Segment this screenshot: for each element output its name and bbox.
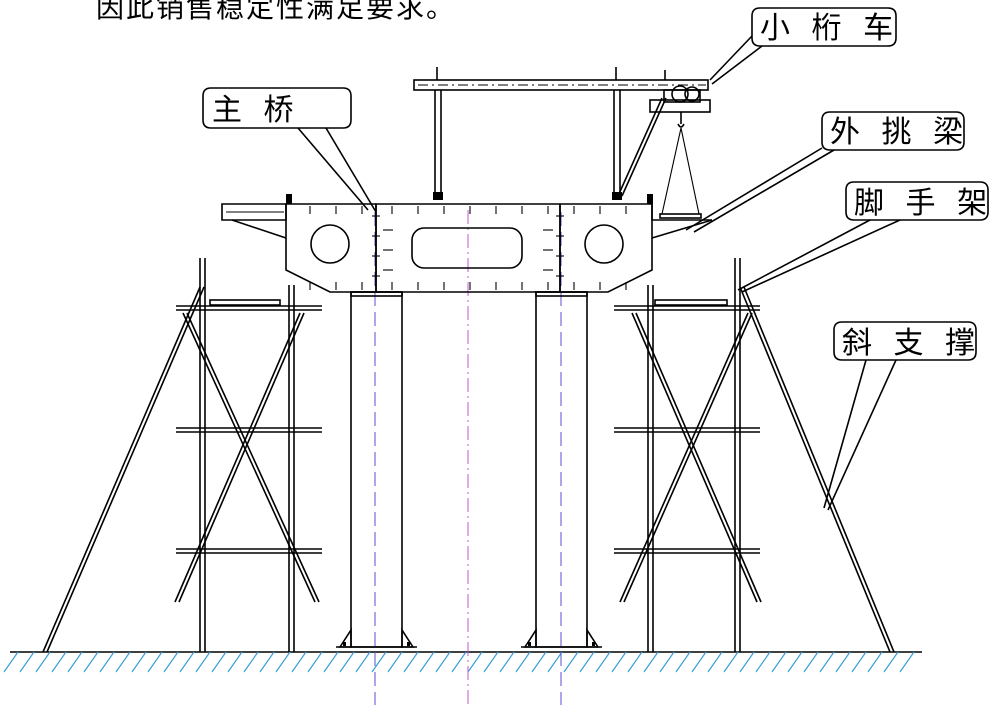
hatch-mark xyxy=(579,651,595,673)
hatch-mark xyxy=(675,651,691,673)
hatch-mark xyxy=(643,651,659,673)
hatch-mark xyxy=(355,651,371,673)
hatch-mark xyxy=(195,651,211,673)
hatch-mark xyxy=(723,651,739,673)
hatch-mark xyxy=(211,651,227,673)
hatch-mark xyxy=(419,651,435,673)
hatch-mark xyxy=(35,651,51,673)
callout-outrigger: 外 挑 梁 xyxy=(685,111,969,233)
callout-trolley: 小 桁 车 xyxy=(709,7,899,85)
hatch-mark xyxy=(691,651,707,673)
hatch-mark xyxy=(899,651,915,673)
hatch-mark xyxy=(387,651,403,673)
hatch-mark xyxy=(803,651,819,673)
hatch-mark xyxy=(339,651,355,673)
hatch-mark xyxy=(147,651,163,673)
hatch-mark xyxy=(835,651,851,673)
hatch-mark xyxy=(755,651,771,673)
hatch-mark xyxy=(851,651,867,673)
hatch-mark xyxy=(627,651,643,673)
hatch-mark xyxy=(531,651,547,673)
hatch-mark xyxy=(67,651,83,673)
hatch-mark xyxy=(3,651,19,673)
trolley-crane xyxy=(413,67,711,219)
hatch-mark xyxy=(371,651,387,673)
hatch-mark xyxy=(451,651,467,673)
girder-stiffeners xyxy=(309,206,627,290)
hatch-mark xyxy=(163,651,179,673)
hatch-mark xyxy=(115,651,131,673)
hatch-mark xyxy=(563,651,579,673)
label-outrigger: 外 挑 梁 xyxy=(830,115,969,150)
callout-main-bridge: 主 桥 xyxy=(202,87,377,213)
hatch-mark xyxy=(179,651,195,673)
callout-brace: 斜 支 撑 xyxy=(823,321,981,511)
label-trolley: 小 桁 车 xyxy=(760,11,899,46)
left-scaffold xyxy=(42,258,322,653)
label-main-bridge: 主 桥 xyxy=(212,93,300,128)
hatch-mark xyxy=(83,651,99,673)
hatch-mark xyxy=(243,651,259,673)
main-bridge-girder xyxy=(221,194,713,293)
hatch-mark xyxy=(739,651,755,673)
hatch-mark xyxy=(611,651,627,673)
hatch-mark xyxy=(323,651,339,673)
hatch-mark xyxy=(227,651,243,673)
callout-scaffold: 脚 手 架 xyxy=(737,181,991,293)
hatch-mark xyxy=(291,651,307,673)
label-scaffold: 脚 手 架 xyxy=(854,186,991,221)
hatch-mark xyxy=(403,651,419,673)
hatch-mark xyxy=(515,651,531,673)
hatch-mark xyxy=(275,651,291,673)
left-column xyxy=(336,291,417,648)
hatch-mark xyxy=(819,651,835,673)
hatch-mark xyxy=(883,651,899,673)
hatch-mark xyxy=(771,651,787,673)
caption-text: 因此销售稳定性满足要求。 xyxy=(96,0,457,24)
ground-hatch xyxy=(3,651,915,673)
hatch-mark xyxy=(51,651,67,673)
hatch-mark xyxy=(307,651,323,673)
hatch-mark xyxy=(499,651,515,673)
hatch-mark xyxy=(707,651,723,673)
ground xyxy=(3,651,922,673)
hatch-mark xyxy=(435,651,451,673)
hatch-mark xyxy=(131,651,147,673)
hatch-mark xyxy=(467,651,483,673)
hatch-mark xyxy=(659,651,675,673)
hatch-mark xyxy=(483,651,499,673)
right-scaffold xyxy=(614,258,895,653)
hatch-mark xyxy=(547,651,563,673)
hatch-mark xyxy=(595,651,611,673)
hatch-mark xyxy=(787,651,803,673)
hatch-mark xyxy=(99,651,115,673)
label-brace: 斜 支 撑 xyxy=(842,326,981,361)
hatch-mark xyxy=(259,651,275,673)
hatch-mark xyxy=(19,651,35,673)
hatch-mark xyxy=(867,651,883,673)
